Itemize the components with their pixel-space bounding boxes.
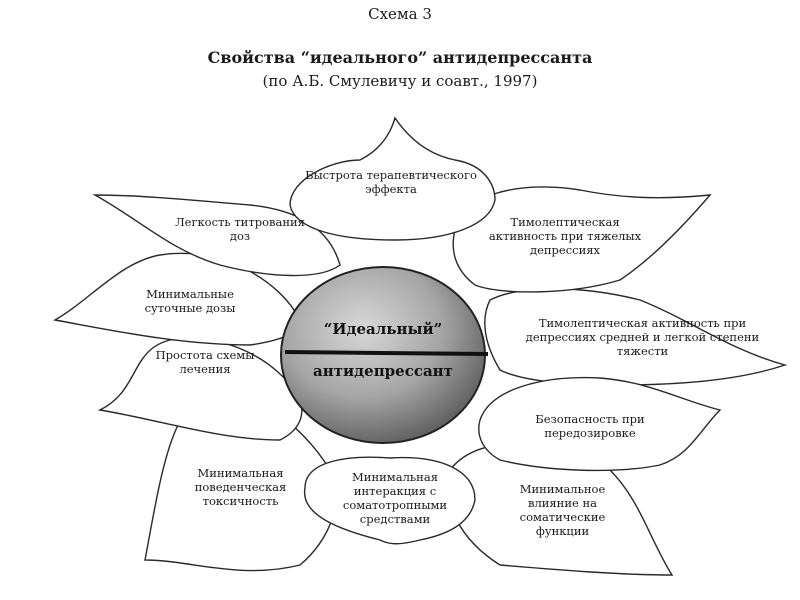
petal-fast-effect: [289, 116, 496, 241]
petal-label-overdose-safety: Безопасность при передозировке: [535, 412, 645, 440]
petal-thymoleptic-moderate: [484, 288, 788, 386]
core-label-line2: антидепрессант: [313, 362, 453, 380]
page-title: Свойства “идеального” антидепрессанта: [207, 48, 593, 67]
petal-label-dose-titration: Легкость титрования доз: [175, 215, 305, 243]
petal-min-interaction: [304, 456, 476, 545]
petal-thymoleptic-severe: [452, 186, 712, 293]
petal-label-thymoleptic-moderate: Тимолептическая активность при депрессия…: [525, 316, 760, 358]
petal-label-simple-scheme: Простота схемы лечения: [155, 348, 255, 376]
core-label-line1: “Идеальный”: [323, 320, 443, 338]
petal-label-min-daily-dose: Минимальные суточные дозы: [144, 287, 236, 315]
core-divider: [284, 350, 489, 356]
petal-label-fast-effect: Быстрота терапевтического эффекта: [305, 168, 477, 196]
petal-label-min-behavioral-toxicity: Минимальная поведенческая токсичность: [194, 466, 287, 508]
scheme-number: Схема 3: [368, 5, 432, 23]
page-subtitle: (по А.Б. Смулевичу и соавт., 1997): [262, 72, 538, 90]
petal-label-thymoleptic-severe: Тимолептическая активность при тяжелых д…: [488, 215, 642, 257]
petal-overdose-safety: [478, 376, 722, 472]
petal-label-min-interaction: Минимальная интеракция с соматотропными …: [342, 470, 448, 526]
petal-dose-titration: [92, 194, 341, 277]
petal-label-min-somatic-influence: Минимальное влияние на соматические функ…: [519, 482, 606, 538]
